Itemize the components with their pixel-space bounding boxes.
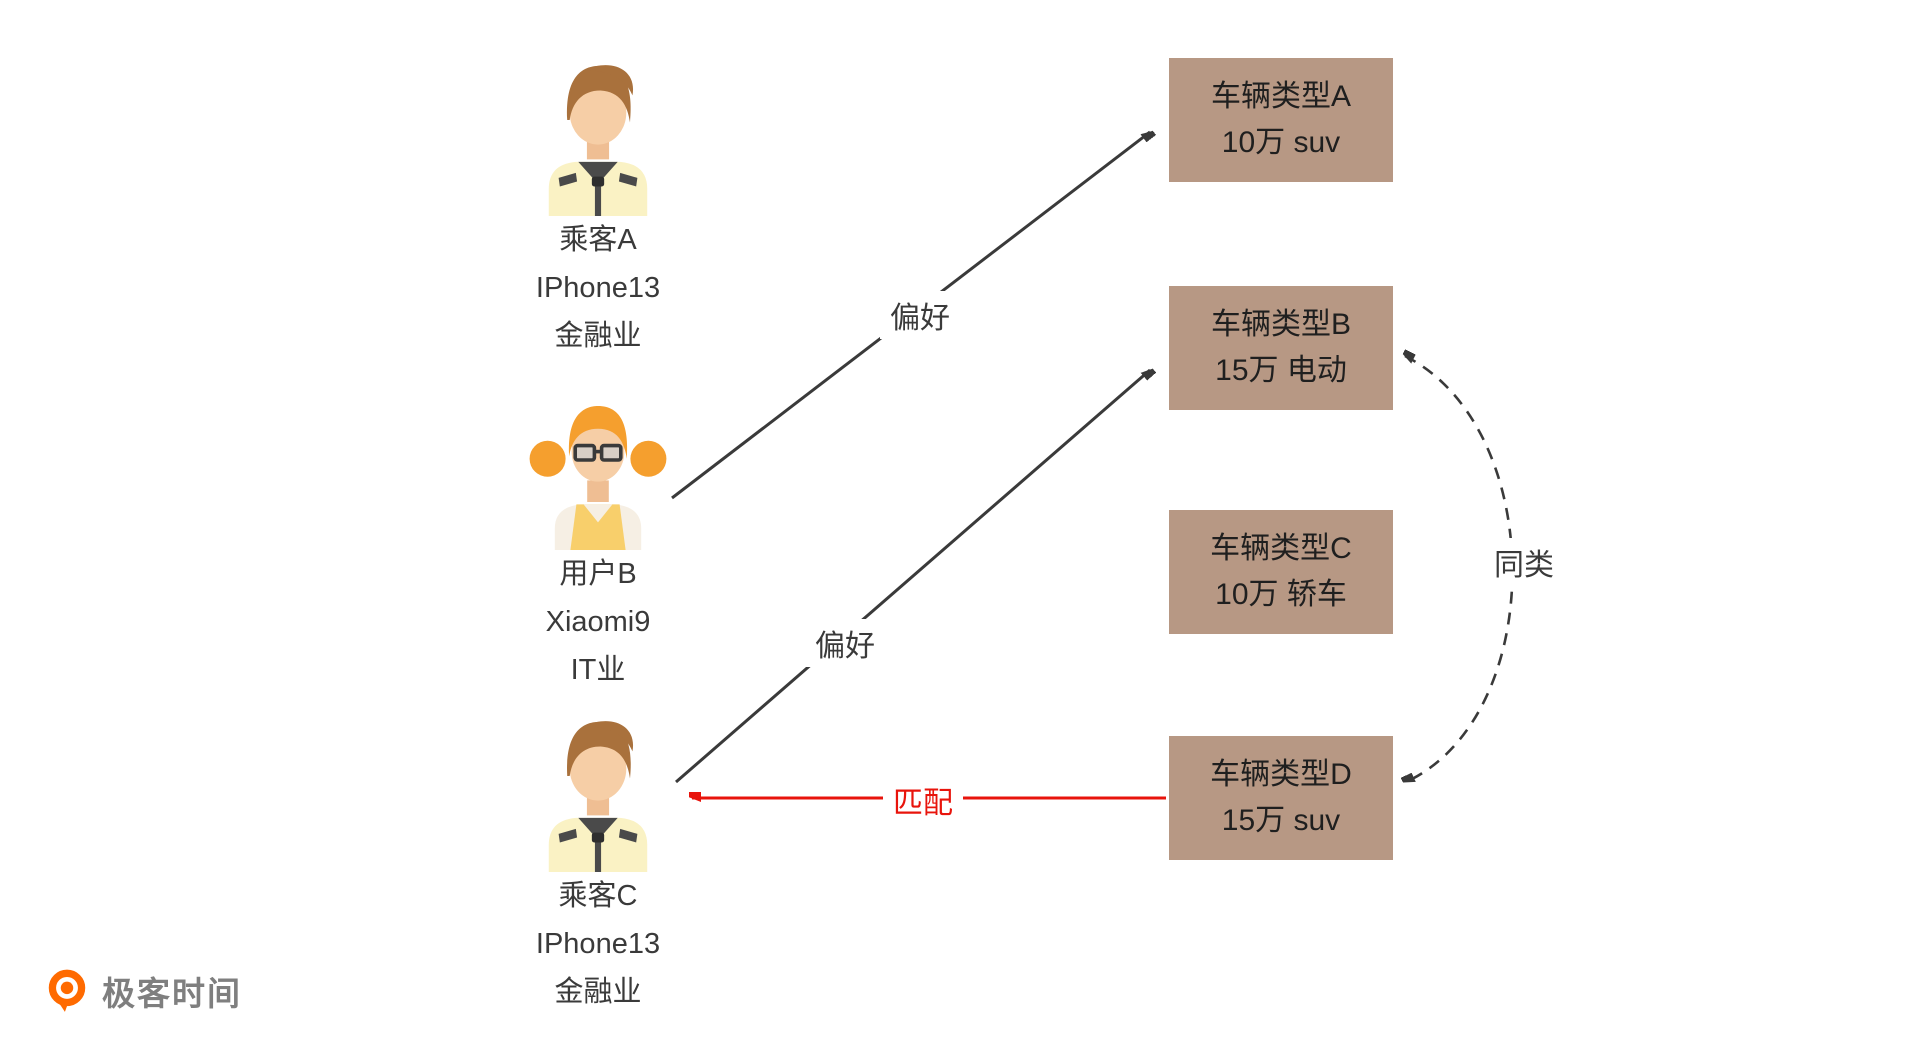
vehicle-d-detail: 15万 suv <box>1221 804 1341 837</box>
preference-label-bottom: 偏好 <box>805 619 885 667</box>
passenger-c-avatar-icon <box>468 700 728 872</box>
user-b-avatar-icon <box>468 378 728 550</box>
user-b-device: Xiaomi9 <box>545 606 651 638</box>
vehicle-box-a: 车辆类型A 10万 suv <box>1169 58 1393 182</box>
person-user-b: 用户B Xiaomi9 IT业 <box>468 378 728 694</box>
vehicle-c-title: 车辆类型C <box>1210 532 1352 565</box>
vehicle-box-c: 车辆类型C 10万 轿车 <box>1169 510 1393 634</box>
passenger-c-device: IPhone13 <box>535 928 661 960</box>
geektime-logo: 极客时间 <box>42 966 242 1016</box>
vehicle-b-detail: 15万 电动 <box>1215 354 1347 387</box>
vehicle-a-detail: 10万 suv <box>1221 126 1341 159</box>
vehicle-d-title: 车辆类型D <box>1210 758 1352 791</box>
match-label: 匹配 <box>883 776 963 824</box>
person-passenger-c: 乘客C IPhone13 金融业 <box>468 700 728 1016</box>
same-type-label: 同类 <box>1484 538 1564 586</box>
passenger-c-name: 乘客C <box>558 880 638 912</box>
user-b-name: 用户B <box>559 558 637 590</box>
geektime-logo-icon <box>42 966 92 1016</box>
person-passenger-a: 乘客A IPhone13 金融业 <box>468 44 728 360</box>
preference-label-top: 偏好 <box>880 291 960 339</box>
user-b-industry: IT业 <box>570 654 626 686</box>
passenger-a-industry: 金融业 <box>554 320 642 352</box>
preference-arrow-c-to-b <box>675 370 1150 784</box>
passenger-a-avatar-icon <box>468 44 728 216</box>
geektime-logo-text: 极客时间 <box>102 975 242 1012</box>
vehicle-box-b: 车辆类型B 15万 电动 <box>1169 286 1393 410</box>
vehicle-c-detail: 10万 轿车 <box>1215 578 1347 611</box>
passenger-a-name: 乘客A <box>559 224 637 256</box>
vehicle-b-title: 车辆类型B <box>1210 308 1351 341</box>
passenger-c-industry: 金融业 <box>554 976 642 1008</box>
vehicle-box-d: 车辆类型D 15万 suv <box>1169 736 1393 860</box>
vehicle-a-title: 车辆类型A <box>1210 80 1351 113</box>
passenger-a-device: IPhone13 <box>535 272 661 304</box>
